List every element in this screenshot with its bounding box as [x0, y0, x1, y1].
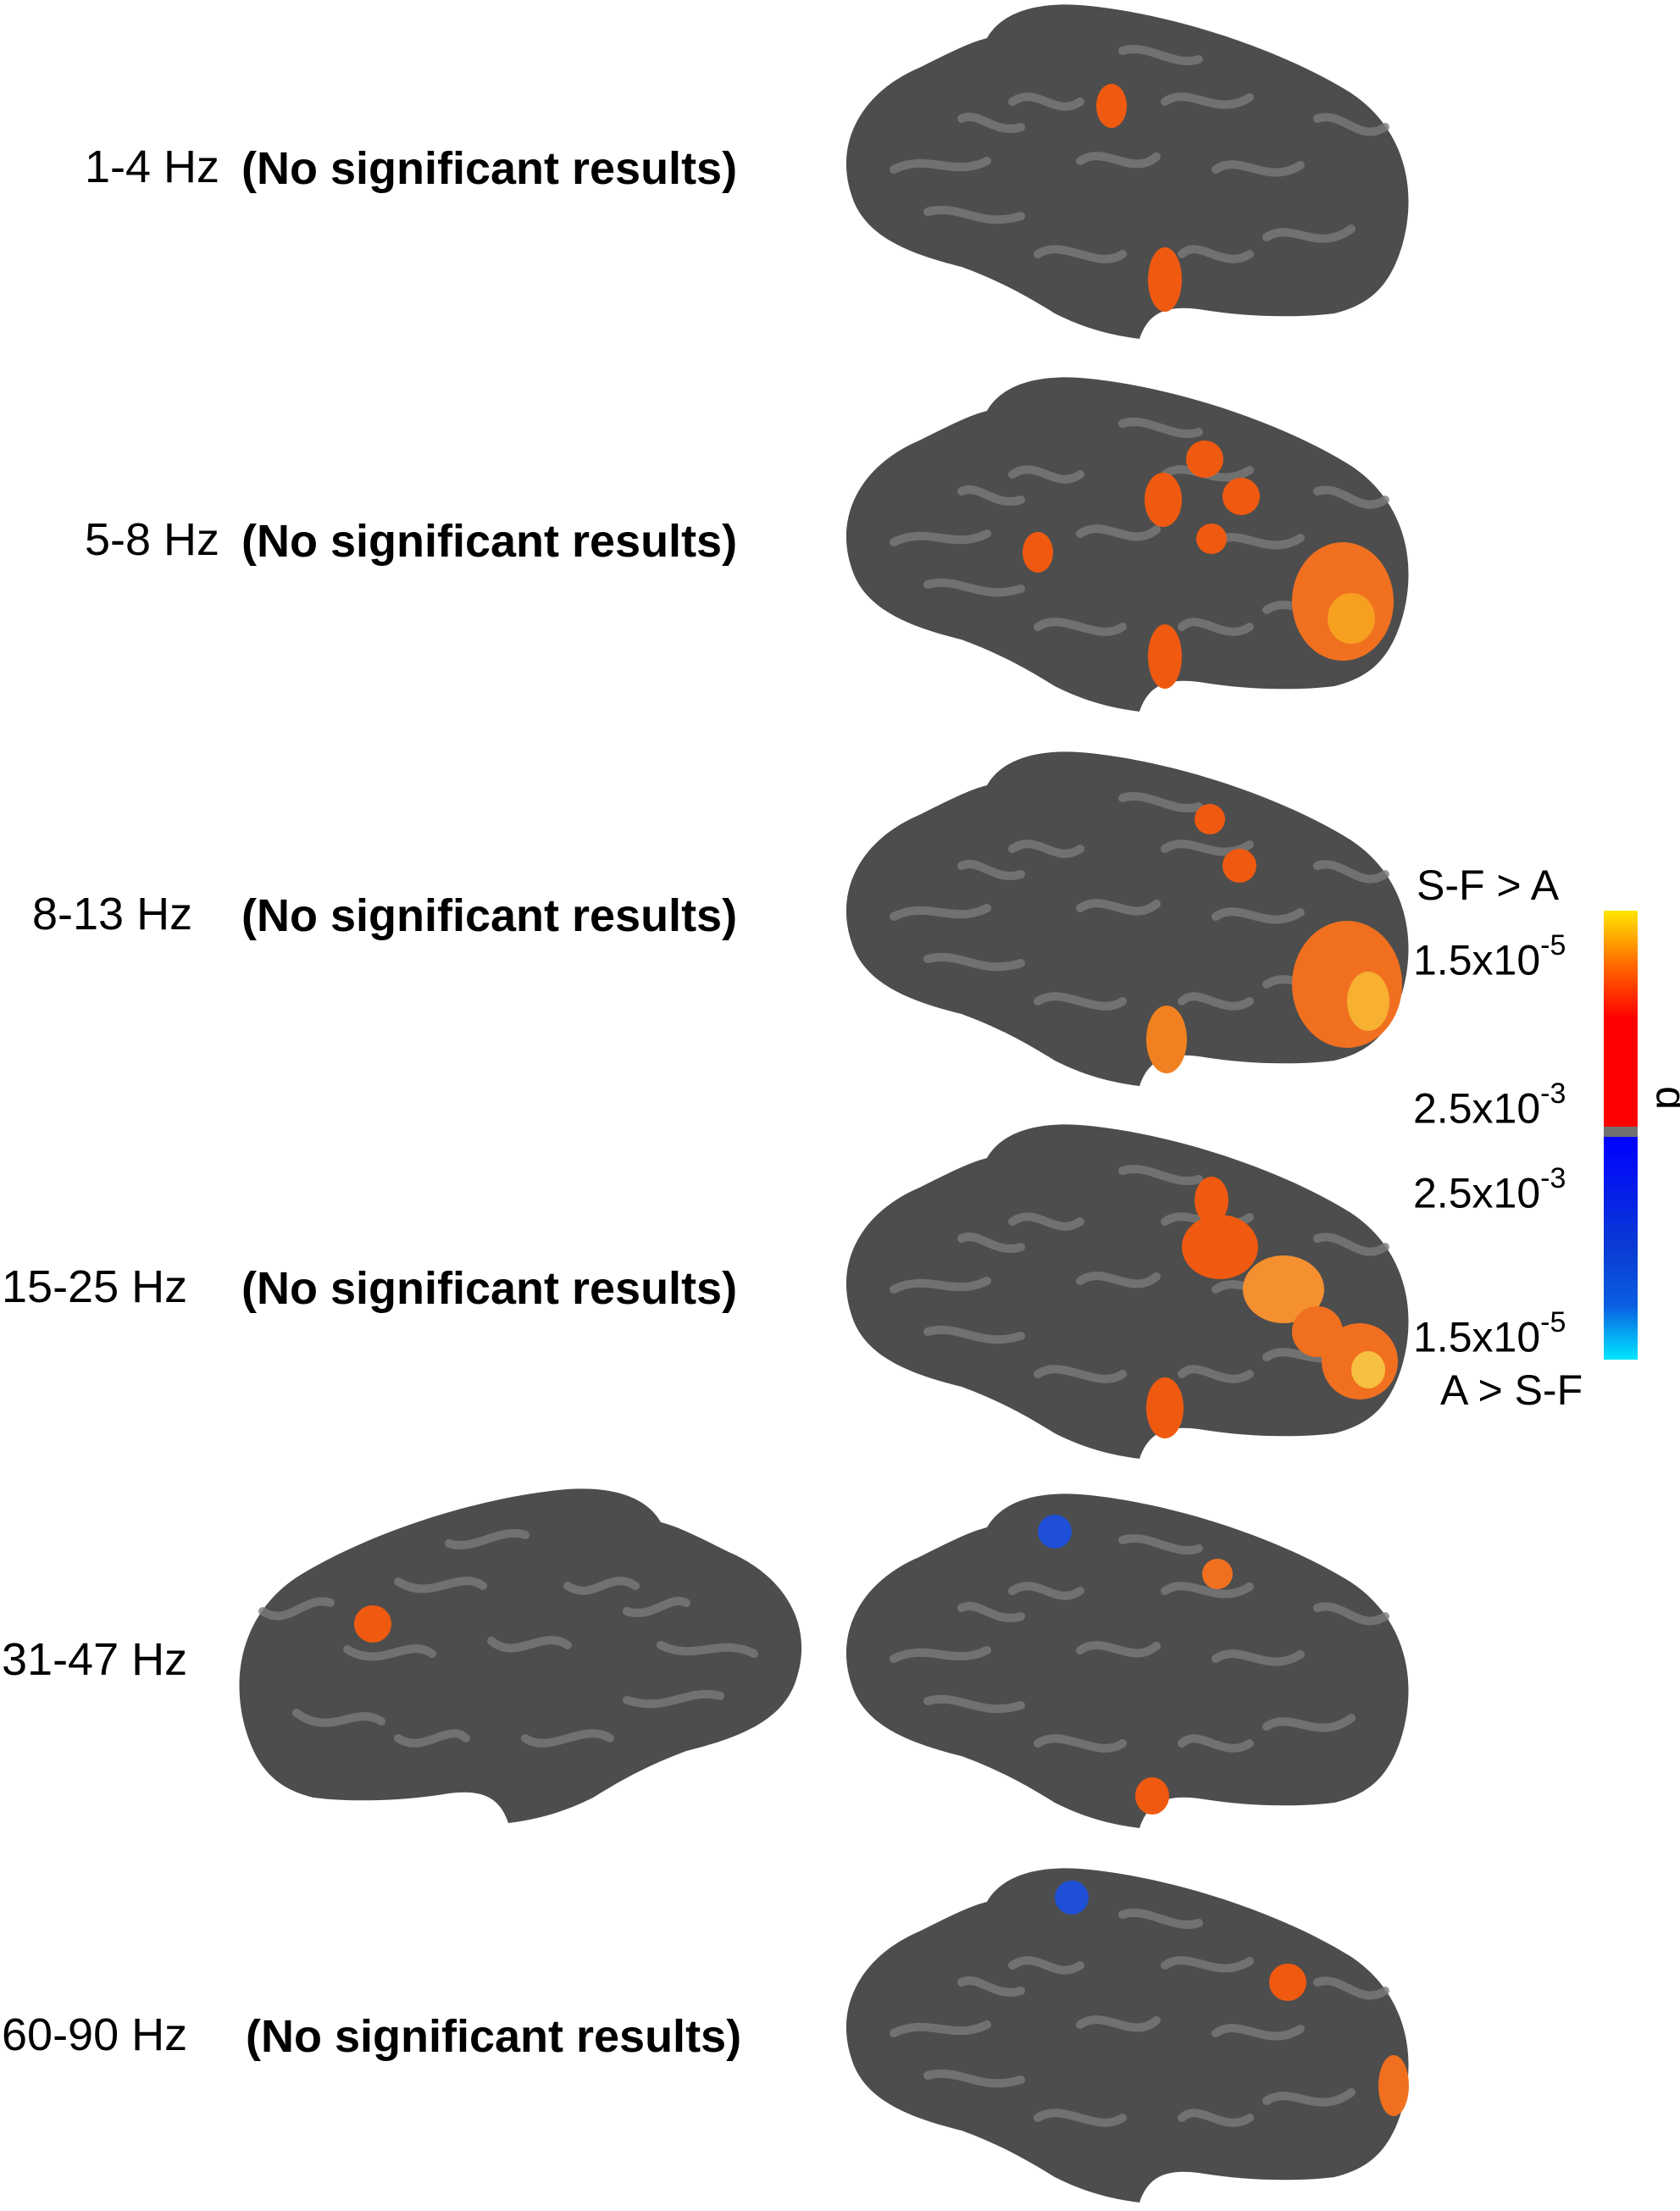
no-significant-note-15-25: (No significant results) — [241, 1263, 738, 1314]
activation-cluster — [1148, 624, 1182, 689]
activation-cluster — [1269, 1964, 1306, 2001]
band-label-15-25: 15-25 Hz — [2, 1261, 188, 1312]
cortex-outline — [846, 377, 1409, 712]
activation-cluster — [1146, 1377, 1184, 1438]
activation-cluster — [1135, 1777, 1169, 1815]
activation-cluster — [1146, 1006, 1187, 1073]
colorbar-tick-upper-max: 1.5x10-5 — [1413, 929, 1566, 984]
activation-cluster — [1195, 804, 1225, 834]
cortex-surface-31-47-right — [846, 1493, 1409, 1828]
sulcal-pattern — [890, 1909, 1389, 2127]
activation-cluster — [1223, 478, 1260, 515]
activation-cluster — [1096, 84, 1127, 128]
activation-cluster — [1223, 849, 1256, 883]
activation-cluster — [1378, 2055, 1409, 2116]
no-significant-note-1-4: (No significant results) — [241, 143, 738, 194]
cortex-surface-15-25 — [846, 1124, 1409, 1459]
colorbar-tick-upper-threshold: 2.5x10-3 — [1413, 1078, 1566, 1133]
colorbar — [1604, 911, 1638, 1360]
cortex-outline — [846, 1493, 1409, 1828]
colorbar-tick-lower-threshold: 2.5x10-3 — [1413, 1162, 1566, 1217]
activation-cluster — [354, 1605, 391, 1643]
band-label-8-13: 8-13 Hz — [32, 889, 193, 939]
sulcal-pattern — [890, 792, 1389, 1011]
activation-cluster — [1202, 1559, 1233, 1589]
cortex-surface-5-8 — [846, 377, 1409, 712]
activation-cluster — [1195, 1177, 1228, 1224]
colorbar-tick-lower-max: 1.5x10-5 — [1413, 1306, 1566, 1361]
no-significant-note-5-8: (No significant results) — [241, 516, 738, 567]
activation-cluster — [1148, 247, 1182, 312]
activation-cluster — [1182, 1215, 1258, 1279]
sulcal-pattern — [258, 1529, 758, 1748]
cortex-outline — [846, 1868, 1409, 2203]
cortex-surface-60-90 — [846, 1868, 1409, 2203]
activation-cluster — [1328, 593, 1375, 644]
cortex-surface-31-47-left — [239, 1488, 802, 1823]
band-label-5-8: 5-8 Hz — [85, 514, 220, 565]
no-significant-note-8-13: (No significant results) — [241, 890, 738, 941]
sulcal-pattern — [890, 45, 1389, 263]
activation-cluster — [1196, 524, 1227, 554]
cortex-outline — [846, 1124, 1409, 1459]
activation-cluster — [1055, 1881, 1089, 1915]
activation-cluster — [1023, 532, 1053, 573]
activation-cluster — [1351, 1351, 1385, 1388]
colorbar-negative-segment — [1604, 1137, 1638, 1360]
band-label-60-90: 60-90 Hz — [2, 2009, 188, 2060]
band-label-31-47: 31-47 Hz — [2, 1634, 188, 1685]
cortex-surface-8-13 — [846, 751, 1409, 1086]
colorbar-bottom-label: A > S-F — [1440, 1366, 1583, 1414]
activation-cluster — [1145, 473, 1182, 527]
activation-cluster — [1347, 972, 1389, 1031]
colorbar-axis-label: p — [1641, 1086, 1680, 1110]
no-significant-note-60-90: (No significant results) — [246, 2011, 742, 2062]
band-label-1-4: 1-4 Hz — [85, 141, 220, 192]
cortex-outline — [846, 4, 1409, 339]
activation-cluster — [1243, 1255, 1324, 1323]
sulcal-pattern — [890, 1534, 1389, 1753]
colorbar-threshold-band — [1604, 1127, 1638, 1137]
cortex-outline — [239, 1488, 802, 1823]
cortex-outline — [846, 751, 1409, 1086]
activation-cluster — [1038, 1515, 1072, 1549]
cortex-surface-1-4 — [846, 4, 1409, 339]
colorbar-top-label: S-F > A — [1417, 862, 1560, 909]
activation-cluster — [1186, 441, 1223, 478]
colorbar-positive-segment — [1604, 911, 1638, 1127]
